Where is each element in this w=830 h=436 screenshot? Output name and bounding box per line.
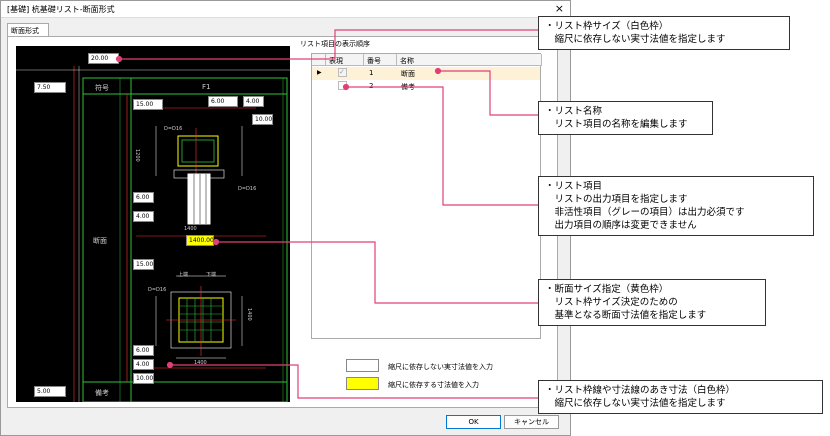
dim-label-1200-upper: 1200	[134, 149, 140, 162]
grid-header-display: 表現	[326, 54, 364, 66]
label-bottom-bar: 下端	[206, 272, 217, 278]
tab-section-format[interactable]: 断面形式	[7, 23, 49, 36]
grid-header-indicator	[312, 54, 326, 66]
label-remarks: 備考	[95, 389, 109, 397]
callout-section-size: ・断面サイズ指定（黄色枠） リスト枠サイズ決定のための 基準となる断面寸法値を指…	[538, 279, 766, 326]
row-name[interactable]: 備考	[401, 83, 415, 91]
label-column-f1: F1	[202, 83, 211, 91]
section-size-input[interactable]: 1400.00	[186, 235, 214, 246]
rebar-label-upper: D=D16	[164, 126, 183, 132]
upper-column-rebar	[181, 139, 215, 163]
row-display-checkbox[interactable]	[338, 81, 347, 90]
frame-size-input-bottom[interactable]: 5.00	[34, 386, 66, 397]
frame-size-input-left[interactable]: 7.50	[34, 82, 66, 93]
legend-yellow-swatch	[346, 377, 379, 390]
rebar-label-lower: D=D16	[148, 287, 167, 293]
window-title: [基礎] 杭基礎リスト-断面形式	[7, 5, 115, 14]
close-icon[interactable]: ×	[554, 2, 564, 15]
dim-label-1400-mid: 1400	[184, 226, 197, 232]
upper-column-outline	[177, 135, 219, 167]
list-items-grid: 表現 番号 名称 ▶ ✓ 1 断面 2 備考	[311, 53, 542, 339]
gap-input-1[interactable]: 15.00	[133, 99, 163, 110]
title-bar: [基礎] 杭基礎リスト-断面形式 ×	[1, 1, 570, 18]
frame-size-input-top[interactable]: 20.00	[88, 53, 119, 64]
row-number: 1	[369, 69, 374, 77]
frame-outer	[82, 77, 288, 403]
ok-button[interactable]: OK	[446, 415, 501, 429]
label-sign: 符号	[95, 84, 109, 92]
row-display-checkbox: ✓	[338, 68, 347, 77]
legend-white-label: 縮尺に依存しない実寸法値を入力	[388, 363, 493, 371]
gap-input-4[interactable]: 10.00	[252, 114, 273, 125]
rebar-label-mid: D=D16	[238, 186, 257, 192]
callout-frame-size: ・リスト枠サイズ（白色枠） 縮尺に依存しない実寸法値を指定します	[538, 16, 790, 50]
gap-input-10[interactable]: 10.00	[133, 373, 154, 384]
callout-list-items: ・リスト項目 リストの出力項目を指定します 非活性項目（グレーの項目）は出力必須…	[538, 176, 814, 236]
legend-white-swatch	[346, 359, 379, 372]
callout-list-name: ・リスト名称 リスト項目の名称を編集します	[538, 101, 713, 135]
table-row[interactable]: ▶ ✓ 1 断面	[312, 67, 540, 80]
gap-input-5[interactable]: 6.00	[133, 192, 154, 203]
grid-header-name: 名称	[397, 54, 542, 66]
gap-input-8[interactable]: 6.00	[133, 345, 154, 356]
dim-label-1400-lower: 1400	[246, 308, 252, 321]
row-selected-icon: ▶	[317, 69, 322, 76]
legend-yellow-label: 縮尺に依存する寸法値を入力	[388, 381, 479, 389]
gap-input-3[interactable]: 4.00	[243, 96, 264, 107]
label-top-bar: 上端	[178, 272, 189, 278]
gap-input-2[interactable]: 6.00	[208, 96, 238, 107]
pile-body	[187, 173, 211, 225]
table-row[interactable]: 2 備考	[312, 80, 540, 93]
gap-input-6[interactable]: 4.00	[133, 211, 154, 222]
gap-input-9[interactable]: 4.00	[133, 359, 154, 370]
grid-header-number: 番号	[364, 54, 397, 66]
dim-label-1400-bottom: 1400	[194, 360, 207, 366]
list-order-caption: リスト項目の表示順序	[300, 40, 370, 48]
callout-gap-size: ・リスト枠線や寸法線のあき寸法（白色枠） 縮尺に依存しない実寸法値を指定します	[538, 380, 823, 414]
row-name[interactable]: 断面	[401, 70, 415, 78]
cancel-button[interactable]: キャンセル	[504, 415, 559, 429]
label-section: 断面	[93, 237, 107, 245]
row-number: 2	[369, 82, 374, 90]
gap-input-7[interactable]: 15.00	[133, 259, 154, 270]
